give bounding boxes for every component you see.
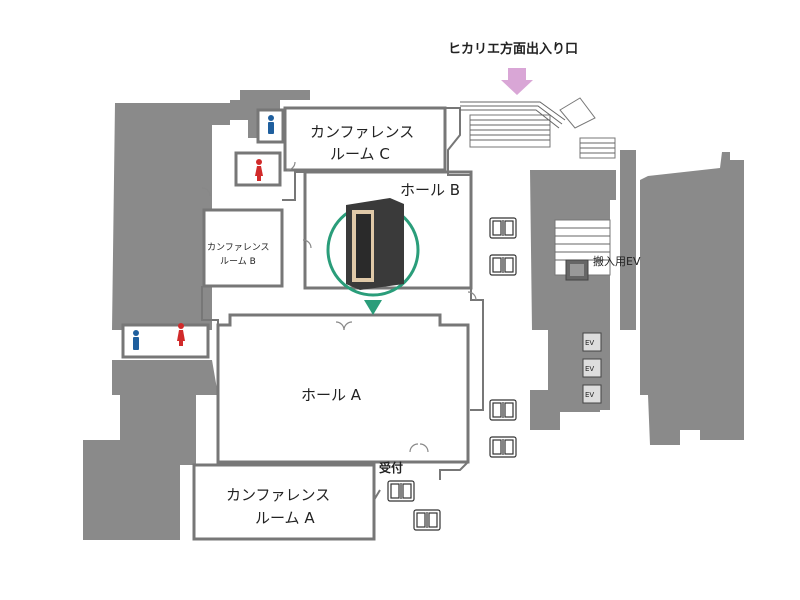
entrance-arrow xyxy=(501,68,533,95)
right-wall-block xyxy=(530,150,744,445)
booth-marker[interactable] xyxy=(326,198,420,315)
conference-room-a[interactable] xyxy=(192,463,376,541)
entrance-label: ヒカリエ方面出入り口 xyxy=(448,41,578,57)
female-icon xyxy=(177,323,185,346)
male-icon xyxy=(268,115,274,134)
conference-room-c-label: ルーム C xyxy=(330,145,390,163)
hall-a[interactable] xyxy=(216,313,470,464)
male-icon xyxy=(133,330,139,350)
elevator-icon xyxy=(489,436,517,458)
marker-pointer xyxy=(364,300,382,315)
hall-b-label: ホール B xyxy=(400,181,460,199)
ev-stack: EV EV EV xyxy=(582,332,602,404)
stairs-top xyxy=(460,97,616,159)
left-wall-block xyxy=(83,90,310,540)
elevator-icon xyxy=(489,254,517,276)
conference-room-b[interactable] xyxy=(202,208,284,288)
elevator-icons xyxy=(387,217,517,531)
ev-label: EV xyxy=(585,339,594,347)
room-labels: カンファレンス ルーム C ホール B カンファレンス ルーム B ホール A … xyxy=(207,123,460,527)
conference-room-c-label: カンファレンス xyxy=(310,123,414,141)
elevator-icon xyxy=(489,399,517,421)
ev-label: EV xyxy=(585,391,594,399)
restroom-lower xyxy=(121,323,210,359)
elevator-icon xyxy=(387,480,415,502)
booth-icon xyxy=(346,198,404,290)
hall-a-label: ホール A xyxy=(301,386,362,404)
conference-room-b-label: ルーム B xyxy=(220,256,256,267)
freight-ev-label: 搬入用EV xyxy=(593,254,641,268)
reception-label: 受付 xyxy=(379,460,403,475)
conference-room-a-label: ルーム A xyxy=(255,509,315,527)
ev-label: EV xyxy=(585,365,594,373)
elevator-icon xyxy=(489,217,517,239)
elevator-icon xyxy=(413,509,441,531)
female-icon xyxy=(255,159,263,181)
conference-room-c[interactable] xyxy=(283,106,447,172)
conference-room-b-label: カンファレンス xyxy=(207,242,270,253)
freight-elevator: 搬入用EV xyxy=(565,254,641,281)
doors xyxy=(201,161,477,453)
conference-room-a-label: カンファレンス xyxy=(226,486,330,504)
restroom-upper xyxy=(234,108,285,187)
